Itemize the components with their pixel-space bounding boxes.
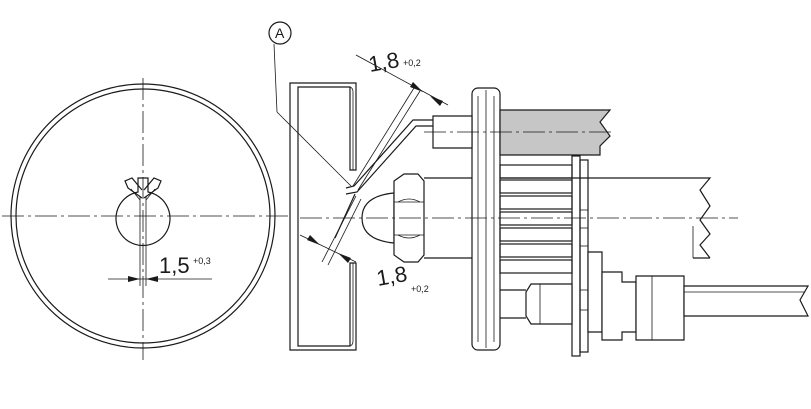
oil-line-nut xyxy=(525,283,573,325)
oil-line-fitting xyxy=(587,251,603,333)
deflector-plate xyxy=(289,82,357,351)
callout-a-label: A xyxy=(275,25,285,41)
slot-dim-arrow-right xyxy=(146,276,158,282)
oil-line-pipe xyxy=(683,285,810,317)
gap-bottom-arrow-upper xyxy=(307,235,320,245)
flange-plate xyxy=(471,87,501,351)
deflector-outline xyxy=(289,82,357,351)
gap-bottom-ext-line-2 xyxy=(327,198,362,266)
callout-a-leader xyxy=(273,43,278,113)
slot-gap-value: 1,5 xyxy=(159,253,190,278)
deflector-fold-top xyxy=(349,86,354,170)
gap-dimension-bottom: 1,8 +0,2 xyxy=(299,195,429,294)
disc-keyhole xyxy=(115,177,171,247)
oil-line-coupling xyxy=(601,271,637,341)
fin-4 xyxy=(499,211,573,226)
gap-bottom-tolerance: +0,2 xyxy=(411,284,429,294)
nozzle-dome xyxy=(361,192,395,244)
electrode-upper xyxy=(345,119,433,189)
gap-bottom-arrow-lower xyxy=(338,253,351,263)
nozzle-hex-arc-1 xyxy=(397,198,421,203)
fin-5 xyxy=(499,227,573,242)
fin-3 xyxy=(499,195,573,210)
slot-dim-arrow-left xyxy=(128,276,140,282)
oil-line-coupling-2 xyxy=(635,275,685,341)
cable-gray-body xyxy=(499,109,612,156)
gap-top-dim-line xyxy=(355,54,449,106)
gap-top-tolerance: +0,2 xyxy=(403,58,421,68)
fin-backplate xyxy=(571,155,581,357)
gap-bottom-value: 1,8 xyxy=(375,261,409,291)
fin-2 xyxy=(499,179,573,194)
gap-top-value: 1,8 xyxy=(367,47,401,77)
gap-top-ext-line-2 xyxy=(357,90,421,191)
callout-a-circle xyxy=(268,21,292,45)
disc-view: 1,5 +0,3 xyxy=(2,78,290,360)
callout-a: A xyxy=(268,21,352,187)
gap-top-arrow-lower xyxy=(430,96,443,106)
finned-section xyxy=(499,155,589,357)
fin-7 xyxy=(499,259,573,274)
gap-bottom-ext-line-1 xyxy=(321,195,357,263)
disc-spring-clip-inner xyxy=(130,188,156,201)
gap-top-arrow-upper xyxy=(410,82,423,92)
fin-backplate-2 xyxy=(579,159,589,353)
nozzle-hex-arc-2 xyxy=(397,234,421,239)
ignition-cable xyxy=(424,109,615,156)
gap-top-ext-line-1 xyxy=(352,87,415,187)
fin-1 xyxy=(499,164,573,179)
fin-6 xyxy=(499,243,573,258)
electrode-upper-inner xyxy=(345,125,433,195)
oil-line xyxy=(500,251,810,341)
deflector-fold-bottom xyxy=(349,263,354,347)
gap-dimension-top: 1,8 +0,2 xyxy=(352,47,449,191)
callout-a-leader-2 xyxy=(276,111,352,187)
slot-gap-tolerance: +0,3 xyxy=(193,256,211,266)
